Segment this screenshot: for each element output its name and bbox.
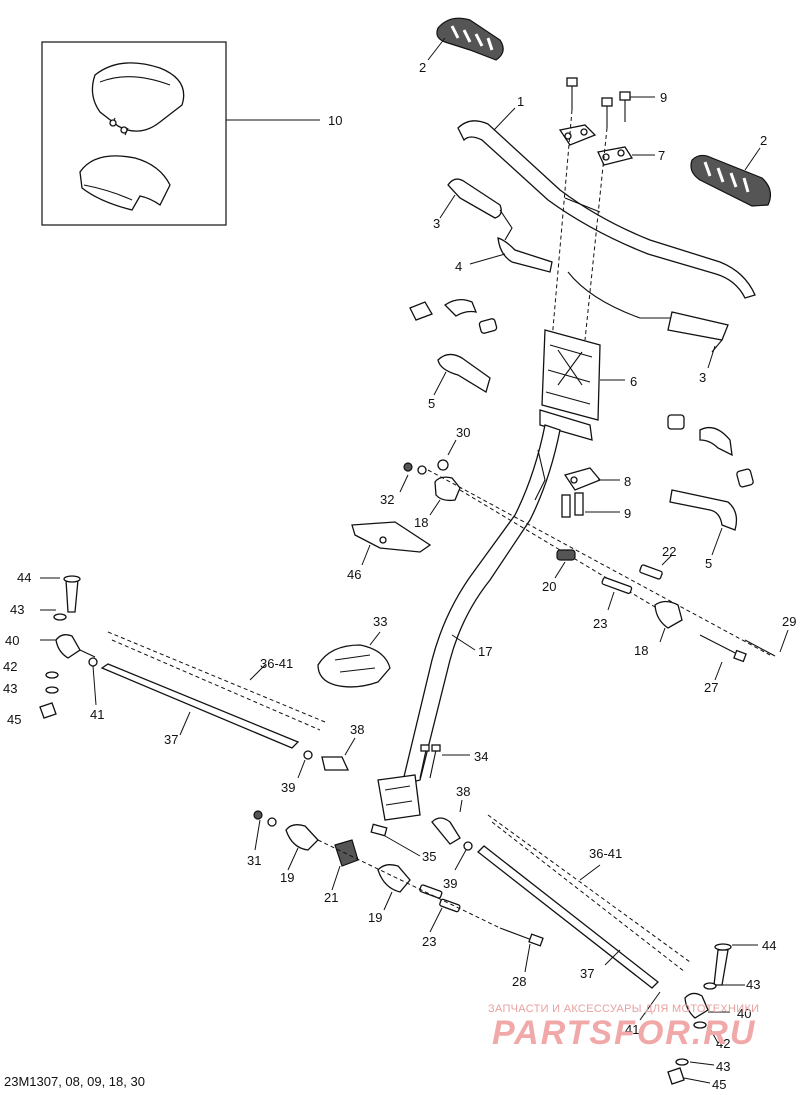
lower-center-hardware <box>253 810 544 973</box>
callout-9-bottom: 9 <box>624 506 631 521</box>
callout-42-left: 42 <box>3 659 17 674</box>
callout-2-top: 2 <box>419 60 426 75</box>
grip-top <box>427 17 504 61</box>
callout-43-upper-left: 43 <box>10 602 24 617</box>
column-bolts <box>370 744 470 857</box>
callout-2-right: 2 <box>760 133 767 148</box>
reference-code: 23M1307, 08, 09, 18, 30 <box>4 1074 145 1089</box>
riser-block <box>539 329 625 441</box>
callout-38-left: 38 <box>350 722 364 737</box>
tie-rod-left <box>39 575 356 779</box>
callout-18-left: 18 <box>414 515 428 530</box>
handlebar <box>457 107 756 299</box>
callout-9-top: 9 <box>660 90 667 105</box>
tube-set-left <box>409 298 498 396</box>
callout-27: 27 <box>704 680 718 695</box>
callout-19-left: 19 <box>280 870 294 885</box>
lower-clamp <box>561 467 620 518</box>
watermark-brand: PARTSFOR.RU <box>492 1014 757 1052</box>
heater-elements <box>439 178 729 369</box>
callout-33: 33 <box>373 614 387 629</box>
callout-43-lower-left: 43 <box>3 681 17 696</box>
callout-labels: 1 2 2 3 3 4 5 5 6 7 8 9 9 10 17 18 18 19… <box>3 60 796 1092</box>
callout-37-left: 37 <box>164 732 178 747</box>
callout-30: 30 <box>456 425 470 440</box>
callout-6: 6 <box>630 374 637 389</box>
callout-3-left: 3 <box>433 216 440 231</box>
cover <box>317 631 391 688</box>
callout-17: 17 <box>478 644 492 659</box>
callout-1: 1 <box>517 94 524 109</box>
callout-45-left: 45 <box>7 712 21 727</box>
callout-4: 4 <box>455 259 462 274</box>
callout-45-right: 45 <box>712 1077 726 1092</box>
callout-7: 7 <box>658 148 665 163</box>
callout-36-41-left: 36-41 <box>260 656 293 671</box>
callout-23-lower: 23 <box>422 934 436 949</box>
callout-31: 31 <box>247 853 261 868</box>
callout-35: 35 <box>422 849 436 864</box>
callout-28: 28 <box>512 974 526 989</box>
callout-39-left: 39 <box>281 780 295 795</box>
upper-left-mount <box>399 439 771 656</box>
steering-column <box>377 424 561 821</box>
callout-18-right: 18 <box>634 643 648 658</box>
callout-41-right: 41 <box>625 1022 639 1037</box>
callout-5-left: 5 <box>428 396 435 411</box>
callout-8: 8 <box>624 474 631 489</box>
callout-34: 34 <box>474 749 488 764</box>
callout-10: 10 <box>328 113 342 128</box>
callout-37-right: 37 <box>580 966 594 981</box>
callout-46: 46 <box>347 567 361 582</box>
callout-43-lower-right: 43 <box>716 1059 730 1074</box>
callout-44-right: 44 <box>762 938 776 953</box>
callout-38-right: 38 <box>456 784 470 799</box>
callout-36-41-right: 36-41 <box>589 846 622 861</box>
clamp-bolts-top <box>551 77 655 341</box>
callout-39-right: 39 <box>443 876 457 891</box>
tie-rod-right <box>431 799 758 1085</box>
grip-right <box>690 147 772 207</box>
right-mount-hardware <box>554 549 789 681</box>
watermark-tagline: ЗАПЧАСТИ И АКСЕССУАРЫ ДЛЯ МОТОТЕХНИКИ <box>488 1003 760 1015</box>
callout-20: 20 <box>542 579 556 594</box>
callout-40-left: 40 <box>5 633 19 648</box>
callout-3-right: 3 <box>699 370 706 385</box>
callout-44-left: 44 <box>17 570 31 585</box>
callout-40-right: 40 <box>737 1006 751 1021</box>
callout-5-right: 5 <box>705 556 712 571</box>
callout-42-right: 42 <box>716 1036 730 1051</box>
callout-41-left: 41 <box>90 707 104 722</box>
tube-set-right <box>667 414 754 556</box>
callout-32: 32 <box>380 492 394 507</box>
callout-21: 21 <box>324 890 338 905</box>
plate <box>351 521 432 566</box>
callout-23-upper: 23 <box>593 616 607 631</box>
callout-29: 29 <box>782 614 796 629</box>
callout-19-right: 19 <box>368 910 382 925</box>
inset-box-pad <box>41 41 320 226</box>
callout-43-upper-right: 43 <box>746 977 760 992</box>
callout-22: 22 <box>662 544 676 559</box>
